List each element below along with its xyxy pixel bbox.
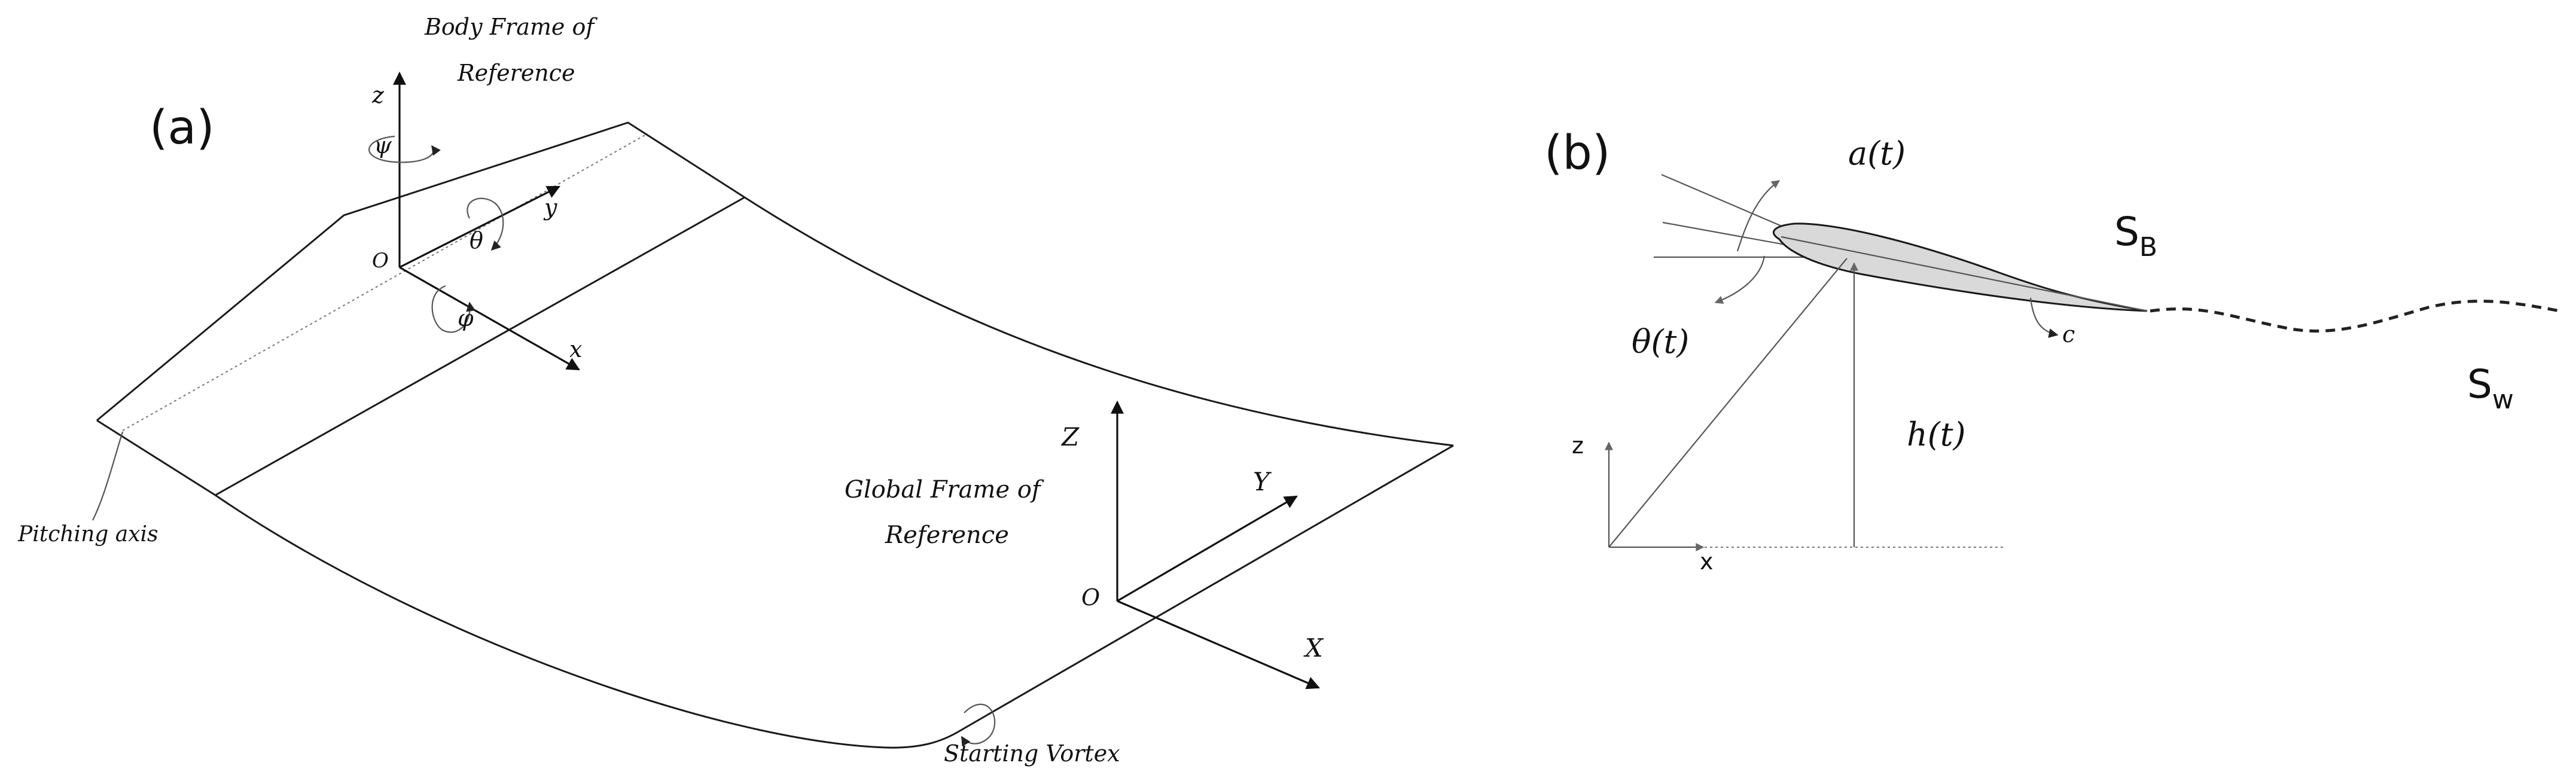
body-x-label: x xyxy=(569,336,582,362)
airfoil-chord-line xyxy=(1781,236,2148,312)
airfoil-shape xyxy=(1772,222,2148,312)
global-origin-label: O xyxy=(1081,584,1100,611)
body-y-axis xyxy=(399,185,560,269)
panel-b-label: (b) xyxy=(1544,126,1610,180)
wake-surface-label: Sw xyxy=(2467,361,2514,415)
theta-rotation-arrow-icon xyxy=(467,197,504,251)
wake-upper-edge xyxy=(744,196,1454,447)
psi-rotation-arrow-icon xyxy=(368,135,441,163)
pitching-axis-line xyxy=(122,134,647,431)
starting-vortex-arrow-icon xyxy=(961,703,996,747)
global-frame-label-line2: Reference xyxy=(885,521,1009,549)
theta-label: θ xyxy=(470,227,483,254)
theta-t-label: θ(t) xyxy=(1632,323,1689,361)
global-frame-label-line1: Global Frame of xyxy=(845,476,1044,504)
pitching-axis-leader xyxy=(92,431,124,521)
body-frame-label-line1: Body Frame of xyxy=(424,14,597,40)
body-y-label: y xyxy=(543,194,557,221)
panel-b: (b) c a(t) θ(t) h(t) SB Sw z x xyxy=(1544,126,2560,575)
global-z-label: Z xyxy=(1060,422,1080,452)
wake-path xyxy=(2150,300,2560,333)
chord-label: c xyxy=(2062,321,2075,347)
body-frame-label-line2: Reference xyxy=(457,60,575,86)
body-surface-label: SB xyxy=(2114,209,2157,263)
wing-leading-edge xyxy=(96,121,745,422)
b-x-label: x xyxy=(1700,548,1714,575)
wing-tip-line xyxy=(96,419,216,496)
starting-vortex-label: Starting Vortex xyxy=(944,740,1120,767)
phi-rotation-arrow-icon xyxy=(431,285,475,333)
panel-a: (a) Pitching axis z y x O ψ θ xyxy=(17,14,1454,767)
wing-trailing-edge xyxy=(215,196,745,496)
alpha-label: a(t) xyxy=(1848,135,1906,172)
phi-label: φ xyxy=(458,305,474,331)
body-z-label: z xyxy=(371,82,385,108)
global-x-label: X xyxy=(1303,633,1324,663)
global-y-label: Y xyxy=(1253,467,1272,496)
position-vector xyxy=(1608,258,1848,548)
global-y-axis xyxy=(1117,495,1298,602)
global-frame-axes: Z Y X O xyxy=(1060,400,1324,690)
wing-surface xyxy=(96,121,1454,749)
wake-lower-edge xyxy=(215,444,1454,749)
h-label: h(t) xyxy=(1907,416,1966,453)
body-x-axis xyxy=(399,266,580,371)
global-x-axis xyxy=(1117,600,1321,690)
alpha-arc-arrow-icon xyxy=(1736,180,1781,252)
body-origin-label: O xyxy=(372,249,389,273)
b-z-label: z xyxy=(1572,432,1584,459)
psi-label: ψ xyxy=(374,132,392,158)
body-frame-axes: z y x O ψ θ φ xyxy=(368,71,582,371)
theta-arc-arrow-icon xyxy=(1714,255,1766,304)
pitching-axis-label: Pitching axis xyxy=(17,522,158,547)
panel-a-label: (a) xyxy=(150,101,215,155)
chord-arrow-icon xyxy=(2029,297,2059,338)
